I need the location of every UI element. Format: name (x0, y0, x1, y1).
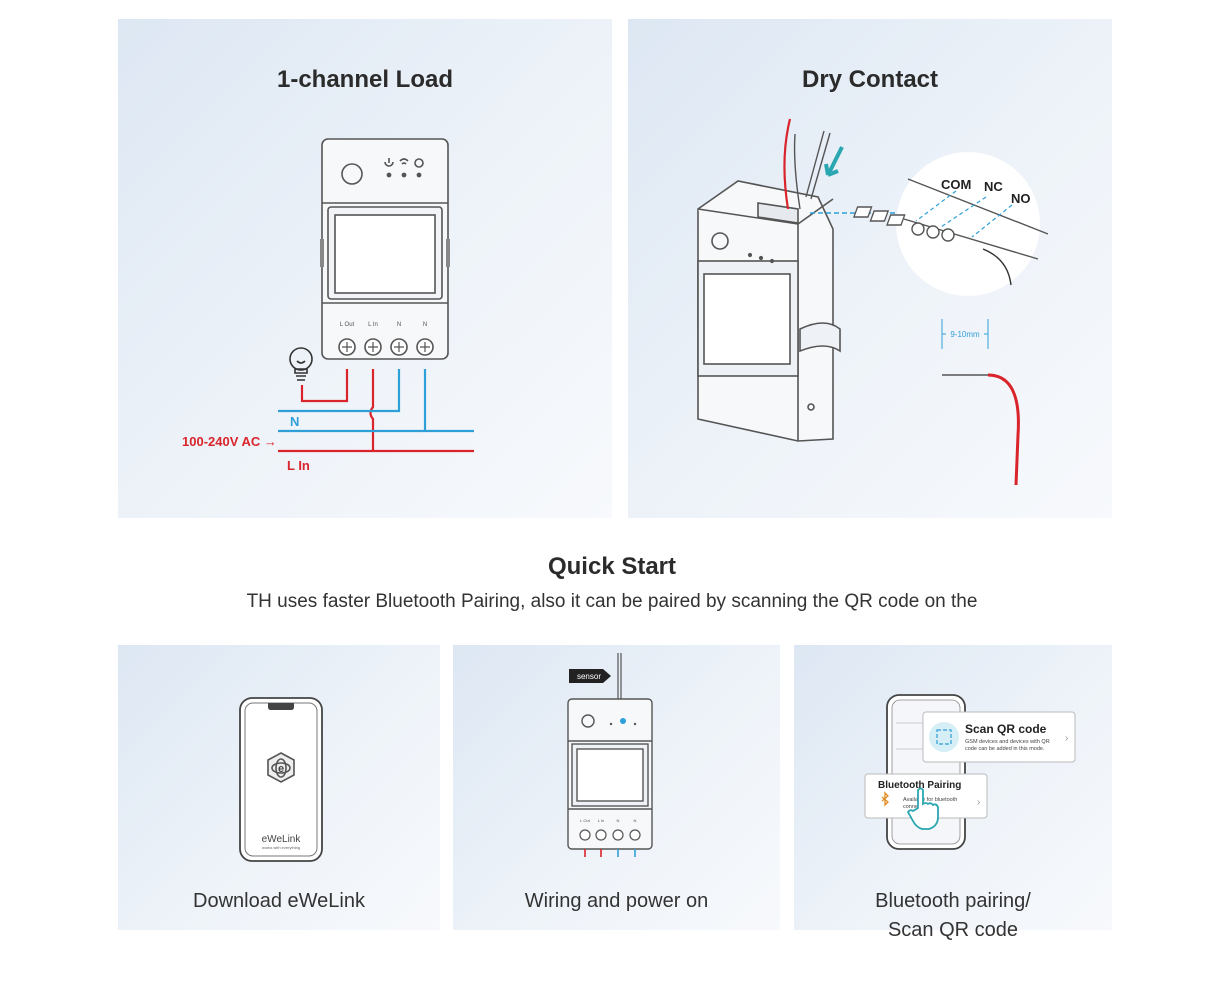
wires (278, 369, 474, 453)
quick-start-subtitle: TH uses faster Bluetooth Pairing, also i… (246, 591, 978, 612)
app-tagline: works with everything (262, 845, 300, 850)
push-arrow-icon (824, 146, 844, 177)
load-wiring-diagram: L Out L In N N N 100-240V AC → L In (182, 138, 474, 473)
step-card-pairing: Scan QR code GSM devices and devices wit… (794, 645, 1112, 941)
switch-device (320, 138, 450, 360)
contact-label-nc: NC (984, 179, 1003, 194)
terminal-label-lin: L In (368, 322, 378, 328)
step-label-download: Download eWeLink (193, 890, 365, 912)
mini-terminal-label-lin: L In (598, 818, 605, 823)
qr-card[interactable]: Scan QR code GSM devices and devices wit… (922, 711, 1076, 763)
chevron-right-icon-bt: › (977, 797, 980, 808)
terminal-label-n1: N (397, 322, 401, 328)
step-card-download: e eWeLink works with everything Download… (118, 645, 440, 930)
mini-terminal-label-n1: N (617, 818, 620, 823)
bt-card-desc-1: Available for bluetooth (903, 797, 957, 803)
device-3d (697, 180, 841, 442)
svg-text:e: e (278, 763, 284, 775)
step-label-pairing-line1: Bluetooth pairing/ (875, 890, 1031, 912)
panel-title-load: 1-channel Load (276, 66, 454, 93)
app-name: eWeLink (262, 834, 302, 845)
panel-title-dry: Dry Contact (801, 66, 939, 93)
step-label-wiring: Wiring and power on (524, 890, 709, 912)
phone-ewelink-illustration: e eWeLink works with everything (239, 697, 323, 862)
strip-length-indicator (941, 319, 989, 349)
panel-1-channel-load: 1-channel Load L Out L In N N (118, 19, 612, 518)
terminal-label-n2: N (423, 322, 427, 328)
sensor-tag-label: sensor (577, 672, 601, 681)
terminal-label-lout: L Out (340, 322, 355, 328)
contact-label-no: NO (1011, 191, 1031, 206)
qr-card-desc-1: GSM devices and devices with QR (965, 739, 1050, 745)
bt-card-desc-2: connection (903, 804, 930, 810)
sensor-tag (569, 669, 611, 683)
ewelink-logo-icon: e (267, 752, 295, 783)
light-bulb-icon (289, 347, 313, 381)
strip-length-label: 9-10mm (950, 330, 980, 339)
step-label-pairing-line2: Scan QR code (887, 919, 1019, 941)
mini-terminal-label-n2: N (634, 818, 637, 823)
wiring-power-illustration: sensor L Out L In N N (567, 653, 653, 857)
label-n: N (290, 414, 299, 429)
quick-start-title: Quick Start (547, 553, 677, 580)
chevron-right-icon: › (1065, 733, 1068, 744)
insulated-wire (987, 373, 1020, 486)
pairing-illustration: Scan QR code GSM devices and devices wit… (864, 694, 1076, 850)
dry-contact-diagram: COM NC NO 9-10mm (697, 118, 1049, 486)
black-wire (793, 133, 801, 210)
contact-label-com: COM (941, 177, 971, 192)
bt-card-title: Bluetooth Pairing (878, 780, 961, 791)
contact-zoom-inset: COM NC NO (852, 152, 1049, 296)
label-voltage: 100-240V AC → (182, 434, 277, 449)
bluetooth-indicator-icon (620, 718, 626, 724)
qr-card-title: Scan QR code (965, 722, 1047, 736)
qr-card-desc-2: code can be added in this mode. (965, 746, 1045, 752)
mini-terminal-label-lout: L Out (580, 818, 591, 823)
tap-hand-icon (906, 787, 939, 830)
screwdriver-icon (805, 130, 831, 200)
terminal-labels: L Out L In N N (340, 322, 427, 328)
panel-dry-contact: Dry Contact (628, 19, 1112, 518)
scan-qr-icon (929, 722, 959, 752)
step-card-wiring: sensor L Out L In N N Wiring and power o… (453, 645, 780, 930)
terminal-screws (338, 338, 434, 356)
bluetooth-icon (881, 791, 889, 807)
label-lin: L In (287, 458, 310, 473)
red-wire (783, 118, 792, 210)
